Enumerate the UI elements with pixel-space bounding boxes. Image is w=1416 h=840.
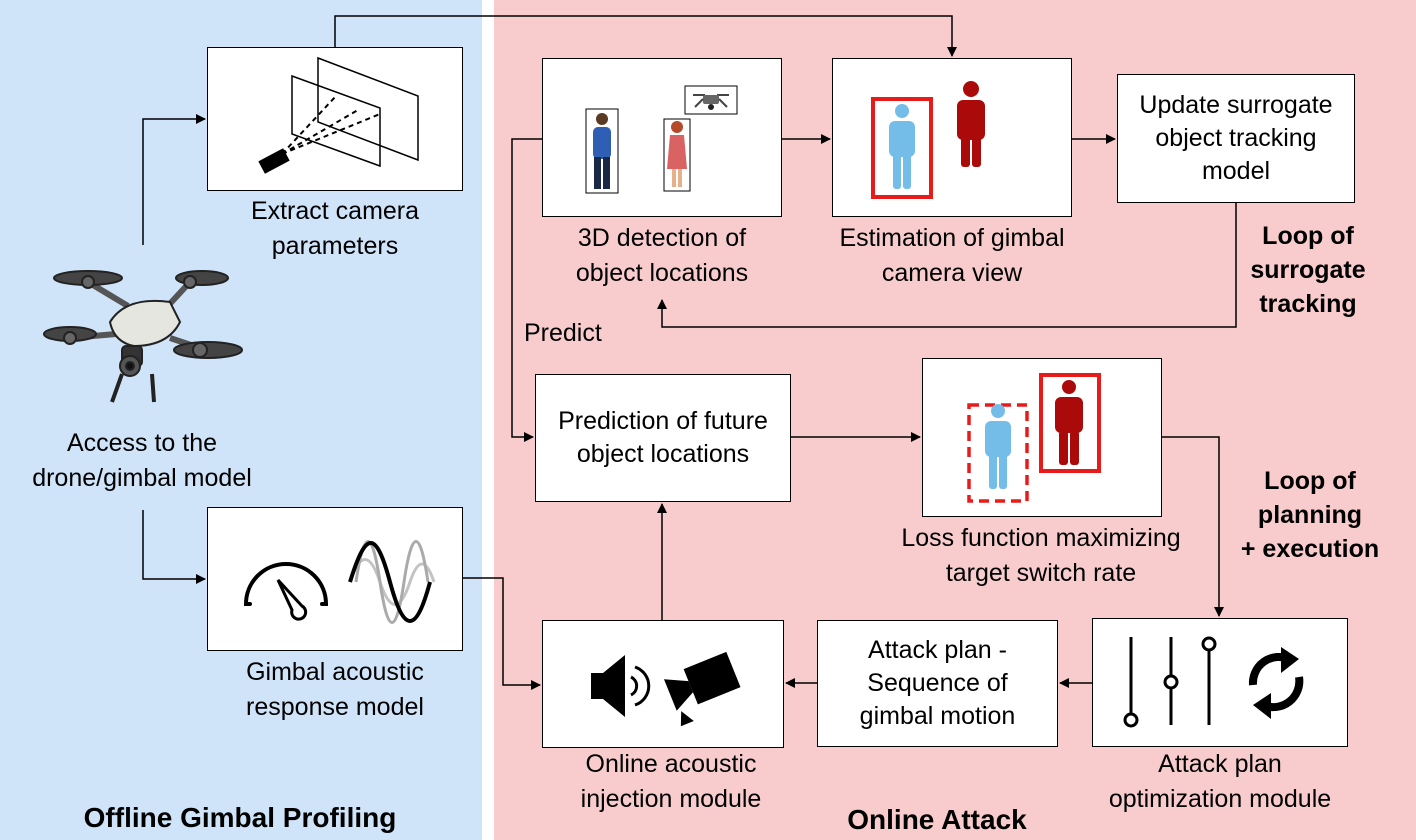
victim-person-icon: [889, 104, 915, 189]
loss-label: Loss function maximizing target switch r…: [866, 521, 1216, 591]
drone-label-line-1: Access to the: [66, 429, 218, 457]
estimation-box: [832, 58, 1072, 217]
surrogate-loop-line-1: Loop of: [1262, 222, 1354, 250]
attack-plan-line-2: Sequence of: [867, 669, 1008, 697]
loss-label-line-1: Loss function maximizing: [901, 524, 1181, 552]
small-drone-icon: [693, 94, 729, 110]
gimbal-to-injection-arrow: [463, 577, 541, 690]
video-camera-icon: [663, 651, 741, 727]
update-surrogate-box: Update surrogate object tracking model: [1117, 74, 1355, 203]
surrogate-loop-line-2: surrogate: [1250, 256, 1366, 284]
detection-box: [542, 58, 782, 217]
drone-label-line-2: drone/gimbal model: [32, 464, 252, 492]
speaker-icon: [591, 655, 651, 717]
extract-label-line-2: parameters: [271, 232, 399, 260]
woman-icon: [667, 121, 687, 187]
attack-plan-line-3: gimbal motion: [859, 702, 1016, 730]
update-line-2: object tracking: [1155, 124, 1317, 152]
offline-panel-title: Offline Gimbal Profiling: [83, 802, 397, 833]
extract-camera-box: [207, 47, 463, 191]
loss-function-box: [922, 358, 1162, 517]
tracking-box: [871, 97, 933, 199]
loss-to-optimization-arrow: [1162, 436, 1224, 617]
attack-plan-text: Attack plan - Sequence of gimbal motion: [860, 634, 1016, 733]
predict-arrow: [511, 138, 542, 442]
injection-box: [542, 620, 784, 748]
prediction-line-2: object locations: [576, 440, 750, 468]
extract-label: Extract camera parameters: [207, 194, 463, 264]
surrogate-loop-arrow: [657, 203, 1237, 328]
extract-to-estimation-arrow: [334, 15, 957, 57]
attack-plan-line-1: Attack plan -: [868, 636, 1007, 664]
detection-label-line-2: object locations: [575, 259, 749, 287]
update-line-1: Update surrogate: [1139, 91, 1333, 119]
optimization-label-line-1: Attack plan: [1158, 750, 1282, 778]
injection-label: Online acoustic injection module: [531, 747, 811, 817]
update-surrogate-text: Update surrogate object tracking model: [1139, 89, 1332, 188]
estimation-label-line-1: Estimation of gimbal: [839, 224, 1065, 252]
sliders-icon: [1123, 636, 1217, 728]
prediction-text: Prediction of future object locations: [558, 405, 768, 471]
estimation-label: Estimation of gimbal camera view: [802, 221, 1102, 291]
target-person-icon: [1055, 380, 1083, 465]
detection-label: 3D detection of object locations: [522, 221, 802, 291]
person-bounding-box-2: [663, 118, 691, 192]
attack-plan-box: Attack plan - Sequence of gimbal motion: [817, 620, 1058, 747]
man-icon: [593, 113, 611, 189]
sine-wave-icon: [348, 540, 436, 624]
switched-tracking-box: [1039, 373, 1101, 473]
planning-loop-label: Loop of planning + execution: [1226, 464, 1394, 566]
gimbal-label-line-2: response model: [246, 693, 424, 721]
drone-bounding-box: [684, 85, 738, 115]
dashed-tracking-box: [967, 403, 1029, 503]
estimation-label-line-2: camera view: [881, 259, 1023, 287]
detection-label-line-1: 3D detection of: [577, 224, 747, 252]
optimization-label-line-2: optimization module: [1108, 785, 1332, 813]
gauge-icon: [243, 562, 329, 621]
prediction-line-1: Prediction of future: [558, 407, 768, 435]
planning-loop-line-3: + execution: [1240, 535, 1380, 563]
drone-label: Access to the drone/gimbal model: [0, 426, 284, 496]
extract-label-line-1: Extract camera: [250, 197, 420, 225]
injection-label-line-1: Online acoustic: [585, 750, 757, 778]
prediction-box: Prediction of future object locations: [535, 374, 791, 502]
drone-icon: [43, 270, 243, 403]
optimization-box: [1092, 618, 1348, 747]
target-person-icon: [957, 81, 985, 167]
gimbal-label: Gimbal acoustic response model: [207, 655, 463, 725]
camera-frustum-icon: [258, 56, 419, 174]
predict-label: Predict: [524, 319, 602, 347]
gimbal-acoustic-box: [207, 507, 463, 651]
drone-to-extract-arrow: [142, 114, 206, 245]
drone-to-gimbal-arrow: [142, 510, 206, 584]
planning-loop-line-2: planning: [1257, 501, 1363, 529]
planning-loop-line-1: Loop of: [1264, 467, 1356, 495]
person-bounding-box: [585, 108, 619, 194]
surrogate-loop-label: Loop of surrogate tracking: [1238, 219, 1378, 321]
injection-label-line-2: injection module: [580, 785, 762, 813]
update-line-3: model: [1201, 157, 1271, 185]
online-panel-title: Online Attack: [847, 804, 1027, 835]
surrogate-loop-line-3: tracking: [1259, 290, 1357, 318]
victim-person-icon: [985, 404, 1011, 489]
gimbal-label-line-1: Gimbal acoustic: [246, 658, 424, 686]
loss-label-line-2: target switch rate: [945, 559, 1137, 587]
optimization-label: Attack plan optimization module: [1080, 747, 1360, 817]
